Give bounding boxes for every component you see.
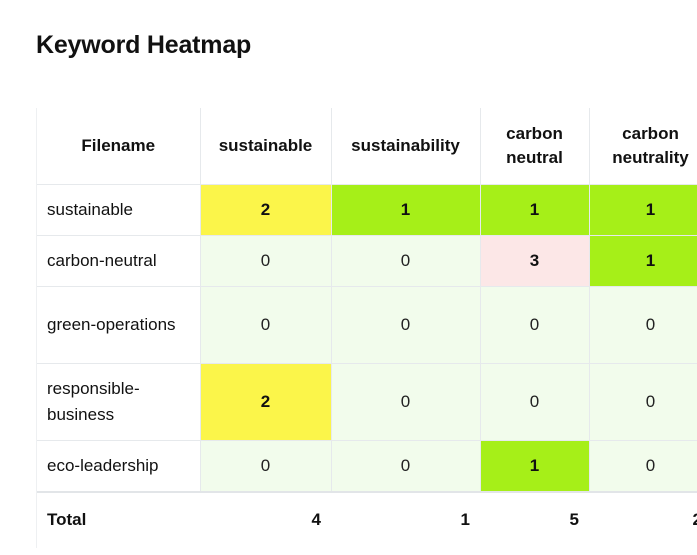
row-filename: sustainable bbox=[37, 184, 201, 236]
row-filename: carbon-neutral bbox=[37, 235, 201, 287]
total-value: 2 bbox=[589, 491, 697, 546]
column-header-filename[interactable]: Filename bbox=[37, 108, 201, 185]
heatmap-cell: 0 bbox=[200, 440, 332, 493]
header-row: Filename sustainable sustainability carb… bbox=[37, 108, 697, 185]
column-header-carbon-neutrality[interactable]: carbon neutrality bbox=[589, 108, 697, 185]
heatmap-cell: 1 bbox=[480, 440, 590, 493]
row-filename: responsible-business bbox=[37, 363, 201, 441]
heatmap-cell: 0 bbox=[331, 235, 481, 287]
table-row: carbon-neutral 0 0 3 1 bbox=[37, 235, 697, 287]
total-value: 4 bbox=[200, 491, 331, 546]
column-header-carbon-neutral[interactable]: carbon neutral bbox=[480, 108, 590, 185]
table-row: responsible-business 2 0 0 0 bbox=[37, 363, 697, 441]
table-row: green-operations 0 0 0 0 bbox=[37, 286, 697, 364]
page-title: Keyword Heatmap bbox=[36, 31, 252, 59]
column-header-sustainable[interactable]: sustainable bbox=[200, 108, 332, 185]
heatmap-cell: 0 bbox=[480, 363, 590, 441]
column-header-sustainability[interactable]: sustainability bbox=[331, 108, 481, 185]
heatmap-cell: 1 bbox=[589, 235, 697, 287]
heatmap-cell: 1 bbox=[589, 184, 697, 236]
table-row: eco-leadership 0 0 1 0 bbox=[37, 440, 697, 493]
totals-label: Total bbox=[37, 491, 200, 546]
total-value: 1 bbox=[331, 491, 480, 546]
heatmap-cell: 0 bbox=[589, 363, 697, 441]
row-filename: green-operations bbox=[37, 286, 201, 364]
row-filename: eco-leadership bbox=[37, 440, 201, 493]
totals-row: Total 4 1 5 2 bbox=[37, 491, 697, 546]
heatmap-table: Filename sustainable sustainability carb… bbox=[37, 108, 697, 546]
heatmap-cell: 0 bbox=[331, 363, 481, 441]
heatmap-cell: 2 bbox=[200, 363, 332, 441]
heatmap-cell: 0 bbox=[480, 286, 590, 364]
heatmap-cell: 3 bbox=[480, 235, 590, 287]
heatmap-cell: 0 bbox=[589, 286, 697, 364]
table-row: sustainable 2 1 1 1 bbox=[37, 184, 697, 236]
heatmap-table-container: Filename sustainable sustainability carb… bbox=[36, 108, 697, 548]
heatmap-cell: 0 bbox=[200, 286, 332, 364]
heatmap-cell: 0 bbox=[331, 286, 481, 364]
heatmap-cell: 1 bbox=[480, 184, 590, 236]
heatmap-cell: 1 bbox=[331, 184, 481, 236]
heatmap-cell: 2 bbox=[200, 184, 332, 236]
heatmap-cell: 0 bbox=[200, 235, 332, 287]
total-value: 5 bbox=[480, 491, 589, 546]
heatmap-cell: 0 bbox=[331, 440, 481, 493]
heatmap-cell: 0 bbox=[589, 440, 697, 493]
